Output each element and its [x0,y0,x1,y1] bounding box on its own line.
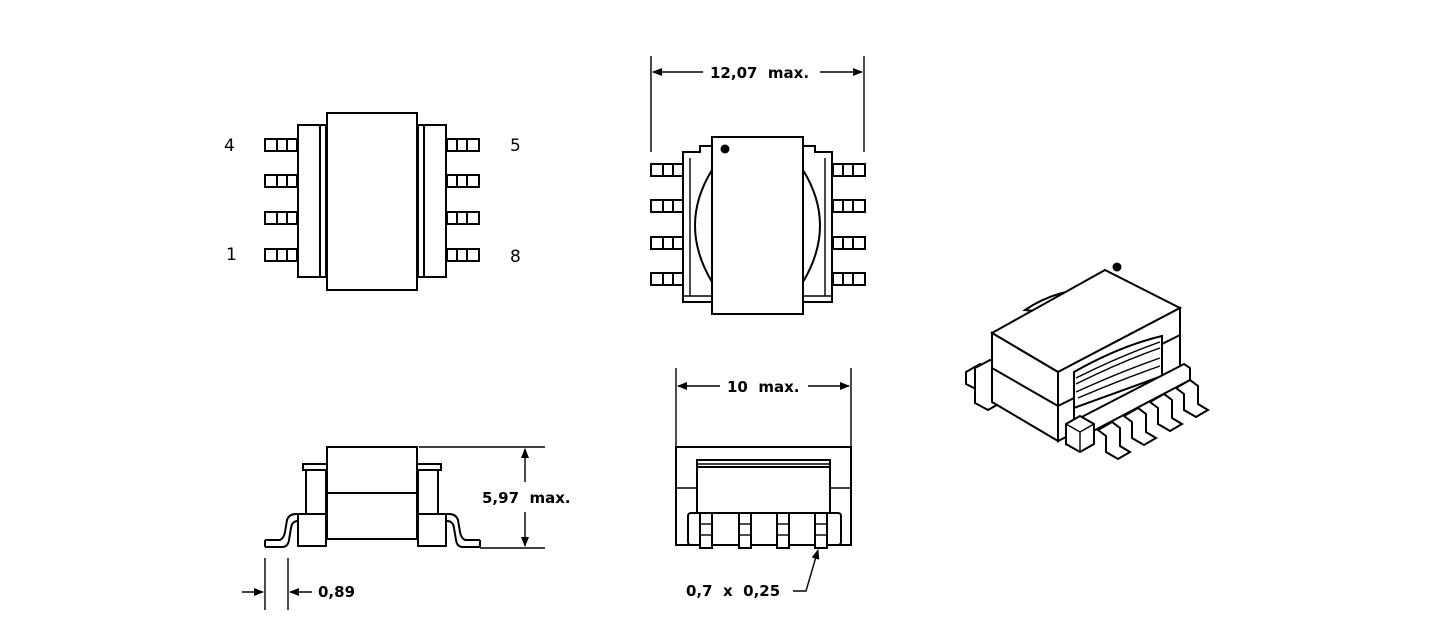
winding-right-arc [802,169,821,283]
dim-height-label: 5,97 max. [482,489,571,507]
end-view: 10 max. 0,7 x 0,25 [675,368,852,600]
core-top [326,112,418,291]
right-leads [446,138,480,262]
front-right-bobbin [802,145,833,303]
top-view: 4 5 1 8 [224,112,521,291]
right-flange [417,124,447,278]
front-view: 12,07 max. [650,56,866,315]
pin-label-5: 5 [510,136,521,156]
isometric-view [965,262,1210,461]
iso-pin1-dot [1112,262,1122,272]
winding-left-arc [694,169,713,283]
dim-lead-section-label: 0,7 x 0,25 [686,582,780,600]
dim-depth-label: 10 max. [727,378,799,396]
side-view: 5,97 max. 0,89 [242,446,571,610]
pin1-dot [720,144,730,154]
front-left-leads [650,163,684,286]
iso-leads [1096,378,1210,461]
left-leads [264,138,298,262]
pin-label-8: 8 [510,247,521,267]
pin-label-1: 1 [226,245,237,265]
left-flange [297,124,327,278]
front-right-leads [832,163,866,286]
pin-label-4: 4 [224,136,235,156]
front-left-bobbin [682,145,713,303]
dim-pitch-label: 0,89 [318,583,355,601]
front-core [711,136,804,315]
dim-width-label: 12,07 max. [710,64,809,82]
end-leads [699,512,828,549]
